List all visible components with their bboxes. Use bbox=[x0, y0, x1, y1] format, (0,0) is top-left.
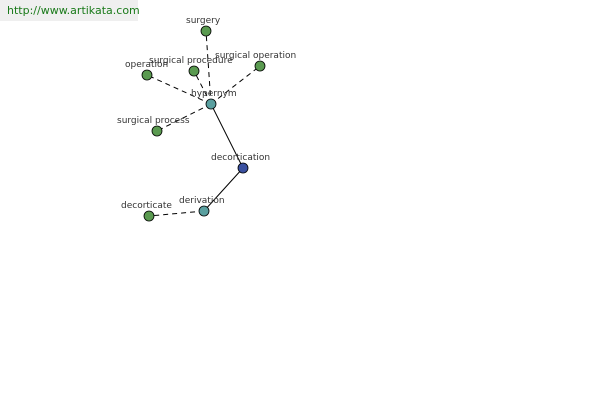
edge-hypernym-surgery bbox=[205, 30, 212, 105]
label-surgical-operation: surgical operation bbox=[215, 51, 296, 61]
edges-layer bbox=[146, 30, 261, 217]
node-decorticate[interactable] bbox=[143, 210, 155, 222]
url-text[interactable]: http://www.artikata.com bbox=[7, 4, 140, 17]
label-surgical-procedure: surgical procedure bbox=[149, 56, 233, 66]
node-derivation[interactable] bbox=[198, 205, 210, 217]
edge-hypernym-surgical-operation bbox=[210, 65, 261, 105]
node-surgical-process[interactable] bbox=[151, 125, 163, 137]
edge-decortication-hypernym bbox=[210, 103, 244, 169]
node-operation[interactable] bbox=[141, 69, 153, 81]
edge-hypernym-operation bbox=[146, 74, 212, 105]
label-decorticate: decorticate bbox=[121, 201, 172, 211]
label-hypernym: hypernym bbox=[191, 89, 237, 99]
edge-hypernym-surgical-process bbox=[156, 103, 212, 132]
label-decortication: decortication bbox=[211, 153, 270, 163]
node-hypernym[interactable] bbox=[205, 98, 217, 110]
edge-derivation-decorticate bbox=[148, 210, 205, 217]
nodes-layer bbox=[141, 25, 266, 222]
edge-hypernym-surgical-procedure bbox=[193, 70, 212, 105]
url-banner: http://www.artikata.com bbox=[0, 0, 140, 21]
label-surgical-process: surgical process bbox=[117, 116, 190, 126]
label-operation: operation bbox=[125, 60, 168, 70]
node-surgical-procedure[interactable] bbox=[188, 65, 200, 77]
node-surgical-operation[interactable] bbox=[254, 60, 266, 72]
label-surgery: surgery bbox=[186, 16, 221, 26]
node-decortication[interactable] bbox=[237, 162, 249, 174]
edge-decortication-derivation bbox=[203, 167, 244, 212]
node-surgery[interactable] bbox=[200, 25, 212, 37]
label-derivation: derivation bbox=[179, 196, 225, 206]
